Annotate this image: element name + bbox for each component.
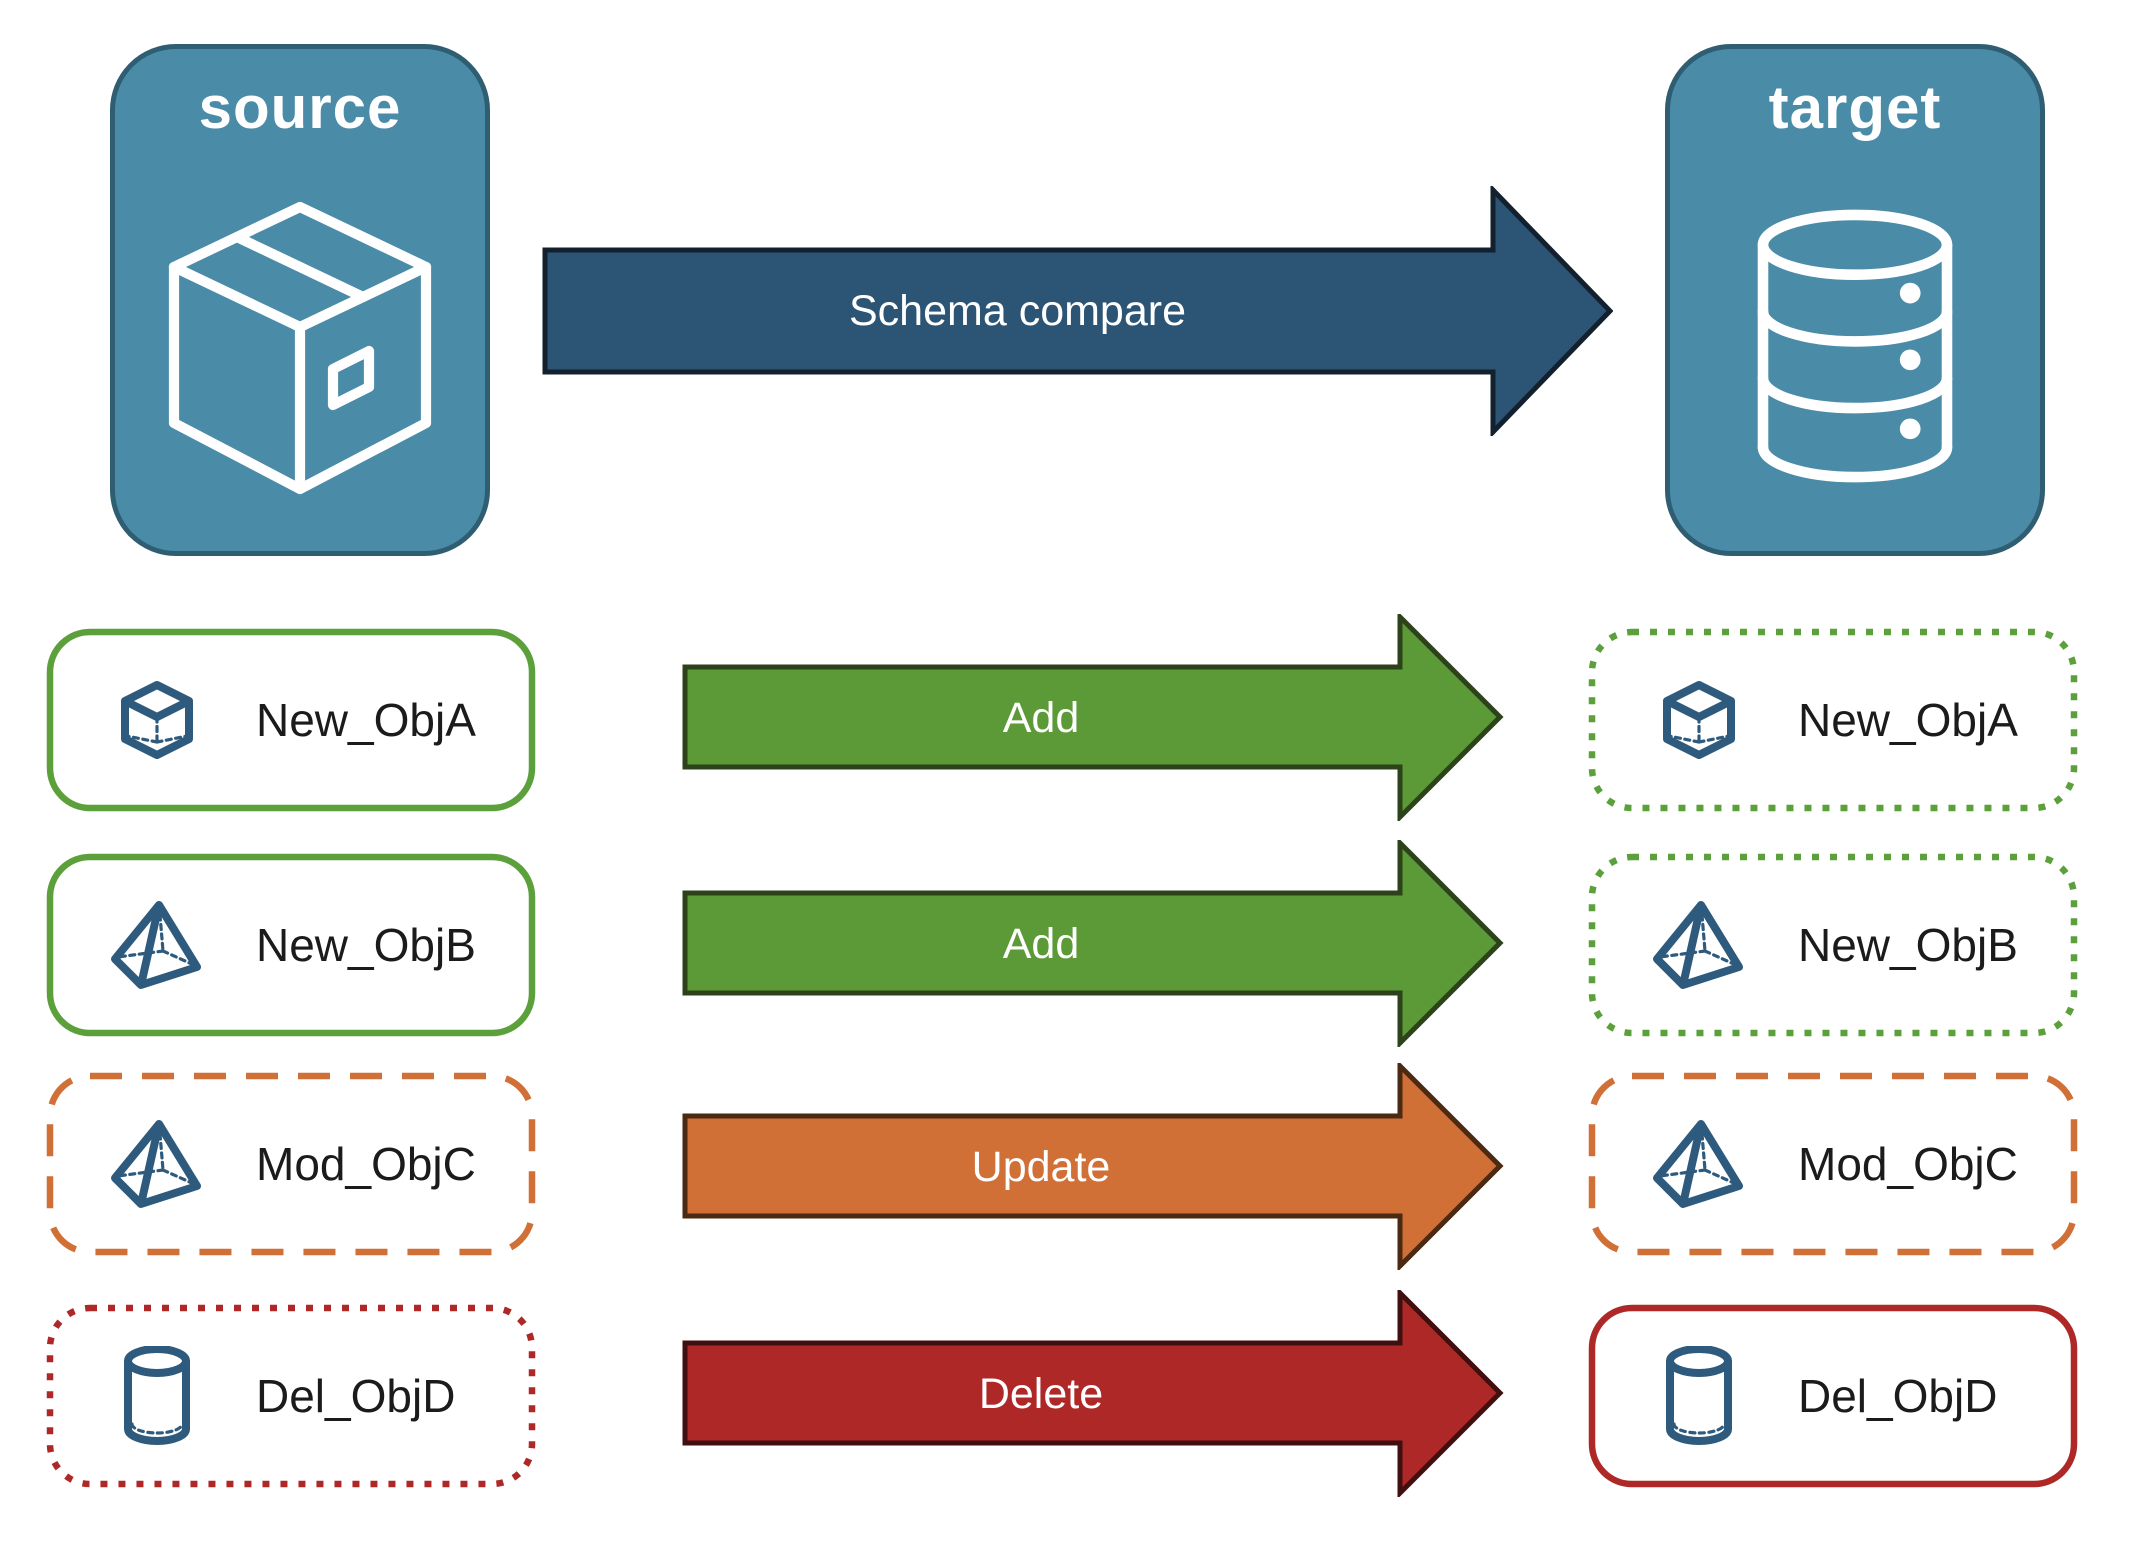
delete-arrow <box>682 1290 1504 1497</box>
update-arrow <box>682 1063 1504 1270</box>
source-panel: source <box>110 44 490 556</box>
object-label: Mod_ObjC <box>256 1138 476 1190</box>
target-panel-title: target <box>1768 74 1942 141</box>
object-box-target-del-objd: Del_ObjD <box>1588 1304 2078 1488</box>
object-label: Del_ObjD <box>1798 1370 1998 1422</box>
source-panel-title: source <box>198 74 402 141</box>
object-label: New_ObjA <box>256 694 476 746</box>
object-box-source-mod-objc: Mod_ObjC <box>46 1072 536 1256</box>
object-box-target-mod-objc: Mod_ObjC <box>1588 1072 2078 1256</box>
object-label: Del_ObjD <box>256 1370 456 1422</box>
schema-compare-arrow <box>542 186 1613 436</box>
object-label: Mod_ObjC <box>1798 1138 2018 1190</box>
object-box-source-del-objd: Del_ObjD <box>46 1304 536 1488</box>
object-label: New_ObjB <box>1798 919 2018 971</box>
pyramid-icon <box>1646 895 1752 995</box>
box-border-dotted-red <box>46 1304 536 1488</box>
cylinder-icon <box>104 1346 210 1446</box>
cube-icon <box>1646 670 1752 770</box>
box-border-dotted-green <box>1588 853 2078 1037</box>
object-label: New_ObjB <box>256 919 476 971</box>
schema-compare-arrow-label: Schema compare <box>849 287 1186 335</box>
object-box-target-new-objb: New_ObjB <box>1588 853 2078 1037</box>
object-box-source-new-obja: New_ObjA <box>46 628 536 812</box>
pyramid-icon <box>1646 1114 1752 1214</box>
object-box-source-new-objb: New_ObjB <box>46 853 536 1037</box>
box-border-solid-red <box>1588 1304 2078 1488</box>
pyramid-icon <box>104 1114 210 1214</box>
object-label: New_ObjA <box>1798 694 2018 746</box>
delete-arrow-label: Delete <box>978 1370 1104 1418</box>
box-border-dotted-green <box>1588 628 2078 812</box>
object-box-target-new-obja: New_ObjA <box>1588 628 2078 812</box>
target-panel: target <box>1665 44 2045 556</box>
box-border-solid-green <box>46 853 536 1037</box>
pyramid-icon <box>104 895 210 995</box>
box-border-solid-green <box>46 628 536 812</box>
package-box-icon <box>168 201 432 495</box>
cylinder-icon <box>1646 1346 1752 1446</box>
database-icon <box>1757 209 1953 483</box>
add-arrow-label-row-1: Add <box>1002 694 1080 742</box>
add-arrow-row-2 <box>682 840 1504 1047</box>
add-arrow-label-row-2: Add <box>1002 920 1080 968</box>
add-arrow-row-1 <box>682 614 1504 821</box>
update-arrow-label: Update <box>971 1143 1111 1191</box>
cube-icon <box>104 670 210 770</box>
